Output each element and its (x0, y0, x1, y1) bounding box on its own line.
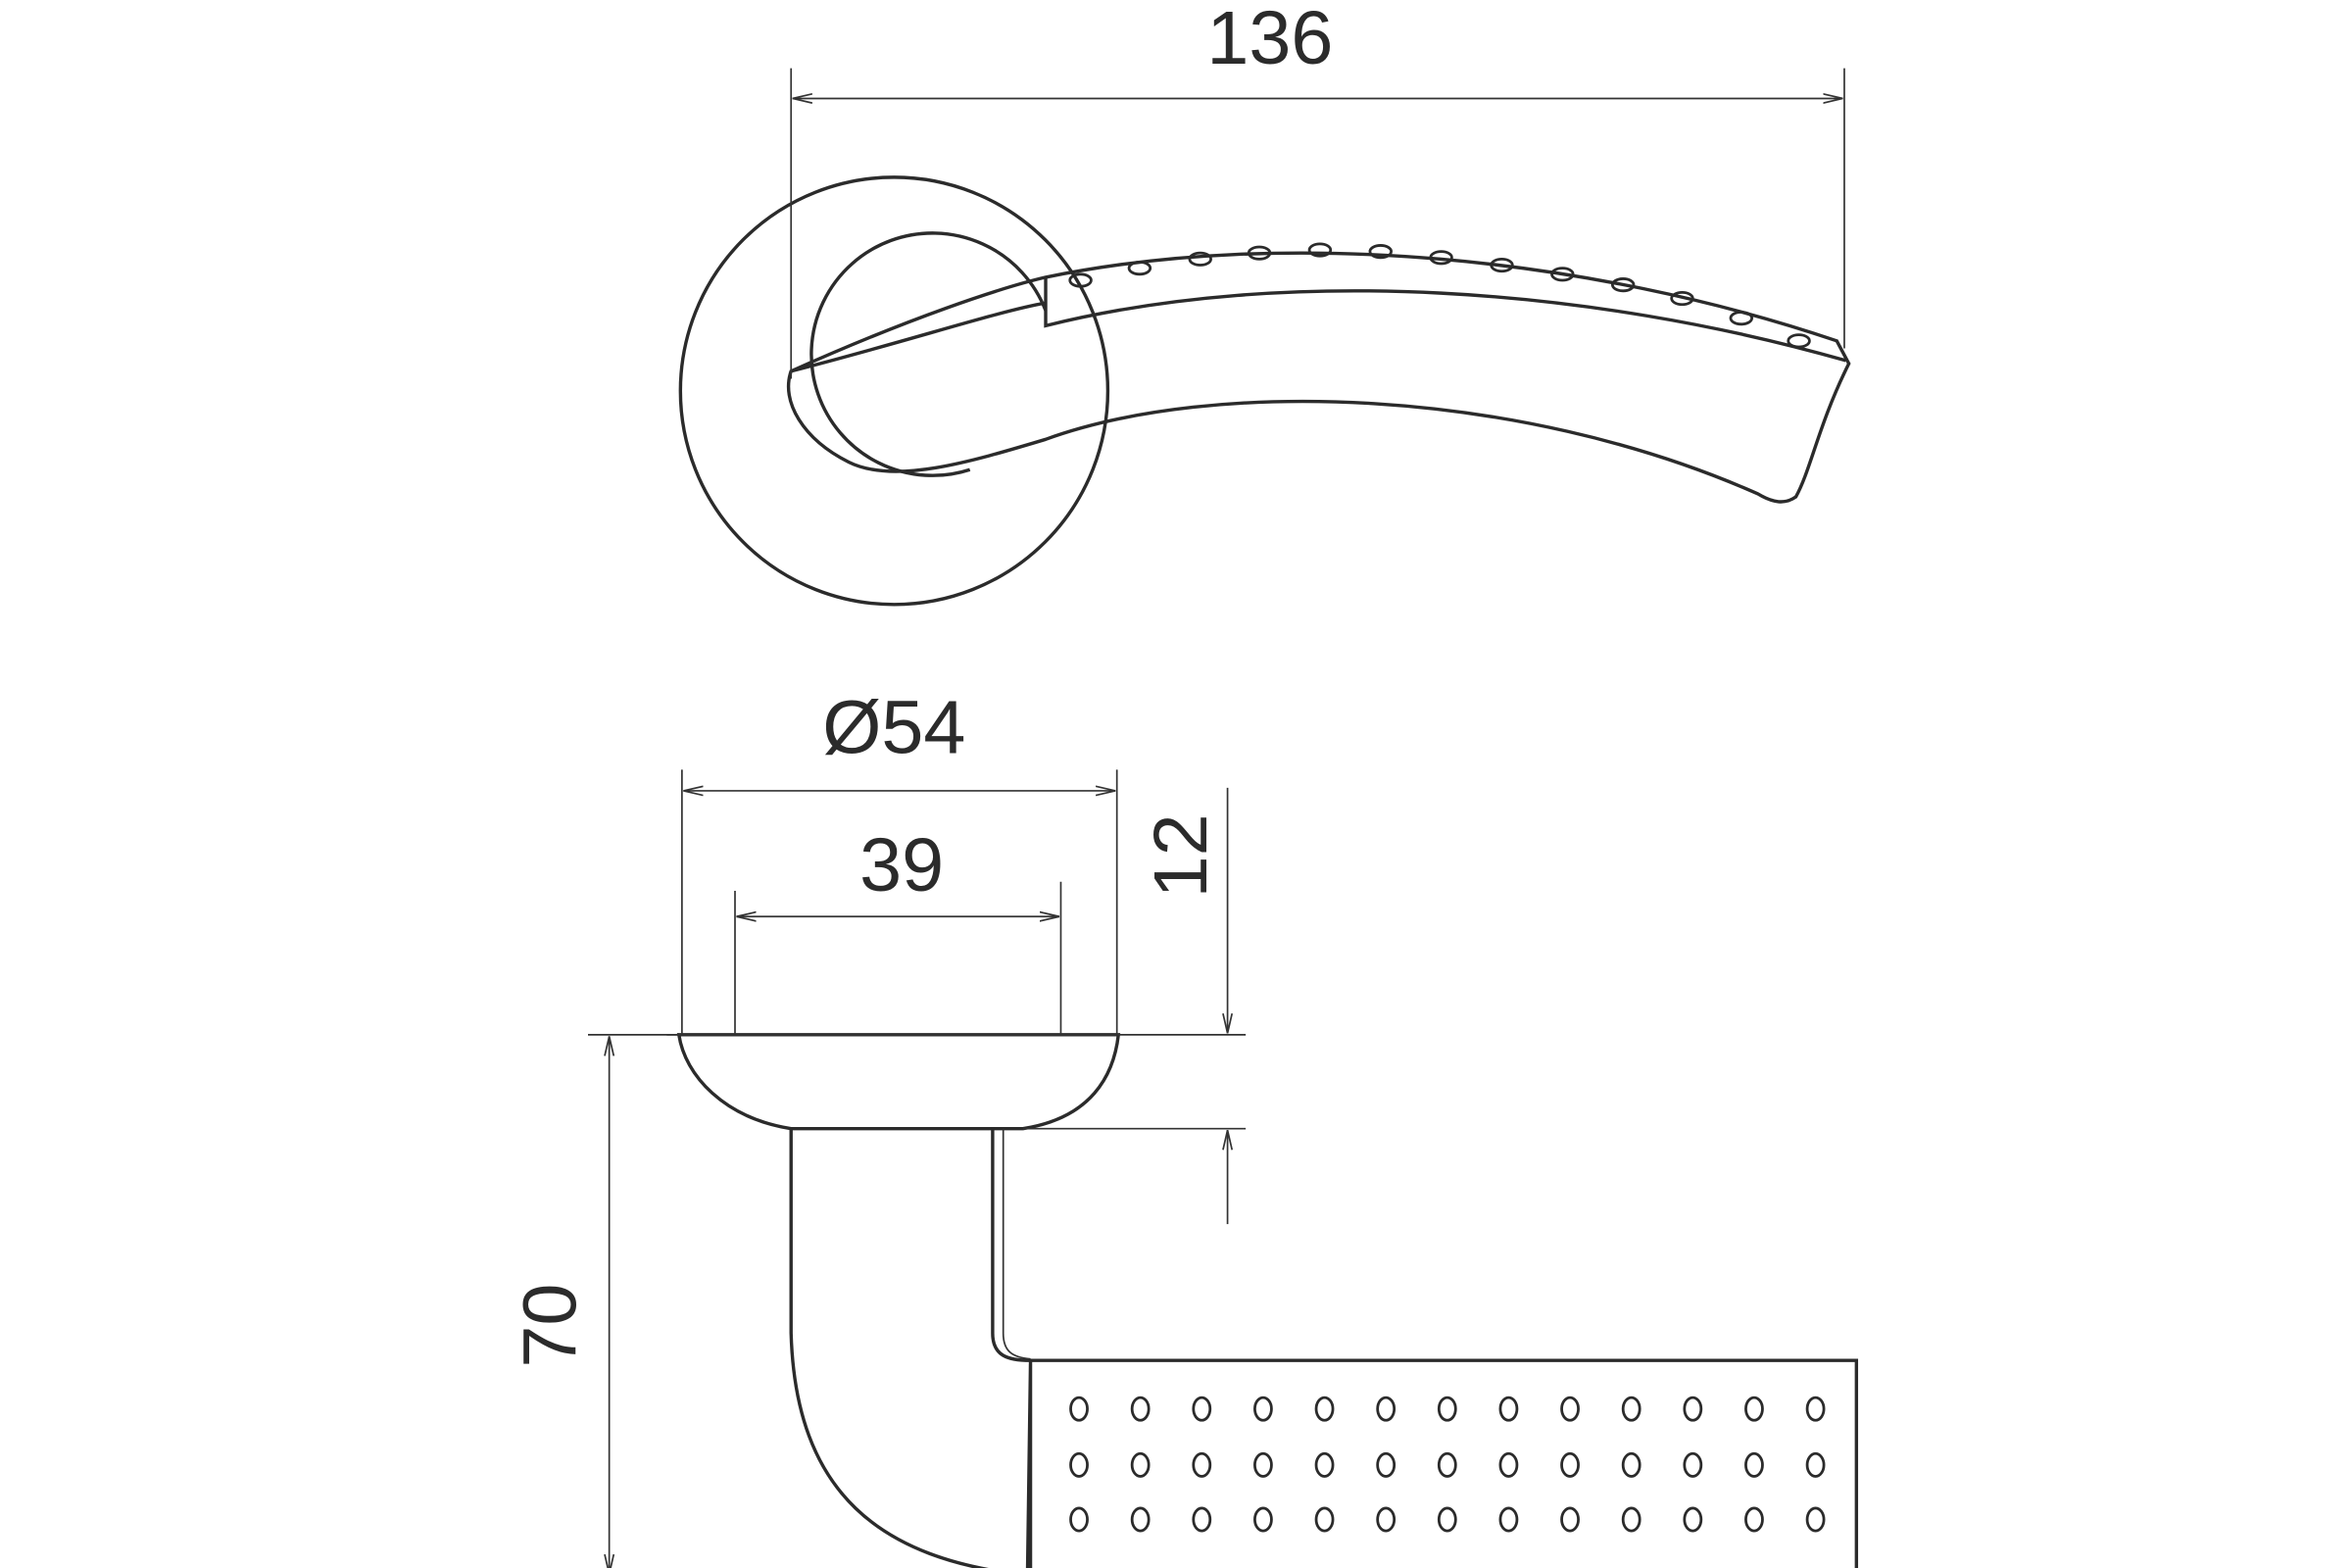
perforation-dot (1610, 277, 1636, 293)
lever-side (1025, 1358, 1859, 1568)
neck-right-inner (1002, 1128, 1031, 1360)
perforation-dot (1192, 1451, 1212, 1478)
perforation-dot (1192, 1396, 1212, 1422)
neck-left (789, 1128, 989, 1568)
perforation-dot (1253, 1396, 1273, 1422)
perforation-dot (1437, 1396, 1457, 1422)
dimension-12: 12 (666, 787, 1247, 1225)
perforation-dot (1437, 1451, 1457, 1478)
perforation-dot (1130, 1396, 1151, 1422)
perforation-dot (1621, 1451, 1642, 1478)
perforation-dot (1744, 1396, 1764, 1422)
perforation-dot (1130, 1451, 1151, 1478)
perforation-dot (1376, 1506, 1396, 1533)
perforation-dot (1429, 250, 1453, 266)
lever-insert (1044, 276, 1846, 363)
top-dots (1068, 242, 1811, 349)
perforation-dot (1787, 333, 1811, 349)
dim-label-length: 136 (1206, 0, 1333, 80)
top-view (678, 175, 1851, 607)
perforation-dot (1560, 1506, 1580, 1533)
perforation-dot (1560, 1451, 1580, 1478)
perforation-dot (1314, 1506, 1335, 1533)
perforation-dot (1744, 1451, 1764, 1478)
perforation-dot (1729, 311, 1754, 326)
perforation-dot (1744, 1506, 1764, 1533)
side-view (676, 1033, 1859, 1568)
dim-label-rosette-height: 12 (1139, 813, 1223, 898)
perforation-dot (1621, 1396, 1642, 1422)
perforation-dot (1376, 1396, 1396, 1422)
dimension-70: 70 (509, 1033, 679, 1568)
perforation-dot (1307, 242, 1333, 258)
perforation-dot (1069, 1396, 1089, 1422)
perforation-dot (1247, 245, 1272, 261)
dimension-136: 136 (790, 0, 1845, 379)
dimension-39: 39 (734, 823, 1062, 1035)
perforation-dot (1560, 1396, 1580, 1422)
side-dots (1069, 1396, 1826, 1533)
perforation-dot (1670, 290, 1694, 307)
dimension-diameter-54: Ø54 (681, 685, 1118, 1035)
perforation-dot (1253, 1506, 1273, 1533)
perforation-dot (1192, 1506, 1212, 1533)
perforation-dot (1498, 1506, 1519, 1533)
lever-edge (790, 301, 1047, 373)
perforation-dot (1683, 1506, 1703, 1533)
perforation-dot (1188, 251, 1212, 267)
rosette-outer (678, 175, 1110, 607)
perforation-dot (1498, 1396, 1519, 1422)
perforation-dot (1069, 1506, 1089, 1533)
perforation-dot (1069, 1451, 1089, 1478)
perforation-dot (1376, 1451, 1396, 1478)
perforation-dot (1127, 261, 1152, 276)
perforation-dot (1621, 1506, 1642, 1533)
perforation-dot (1490, 257, 1514, 273)
perforation-dot (1253, 1451, 1273, 1478)
perforation-dot (1805, 1451, 1826, 1478)
dim-label-inner-diameter: 39 (859, 823, 944, 907)
perforation-dot (1437, 1506, 1457, 1533)
neck-right (991, 1128, 1031, 1362)
perforation-dot (1805, 1396, 1826, 1422)
perforation-dot (1550, 267, 1575, 282)
perforation-dot (1130, 1506, 1151, 1533)
dim-label-height: 70 (509, 1284, 593, 1368)
perforation-dot (1314, 1396, 1335, 1422)
perforation-dot (1068, 272, 1093, 288)
perforation-dot (1683, 1451, 1703, 1478)
rosette-side (676, 1033, 1121, 1131)
perforation-dot (1368, 244, 1393, 260)
perforation-dot (1314, 1451, 1335, 1478)
rosette-inner (809, 231, 1048, 477)
perforation-dot (1805, 1506, 1826, 1533)
perforation-dot (1498, 1451, 1519, 1478)
lever-outline (786, 251, 1851, 504)
perforation-dot (1683, 1396, 1703, 1422)
dim-label-rosette-diameter: Ø54 (822, 685, 965, 769)
